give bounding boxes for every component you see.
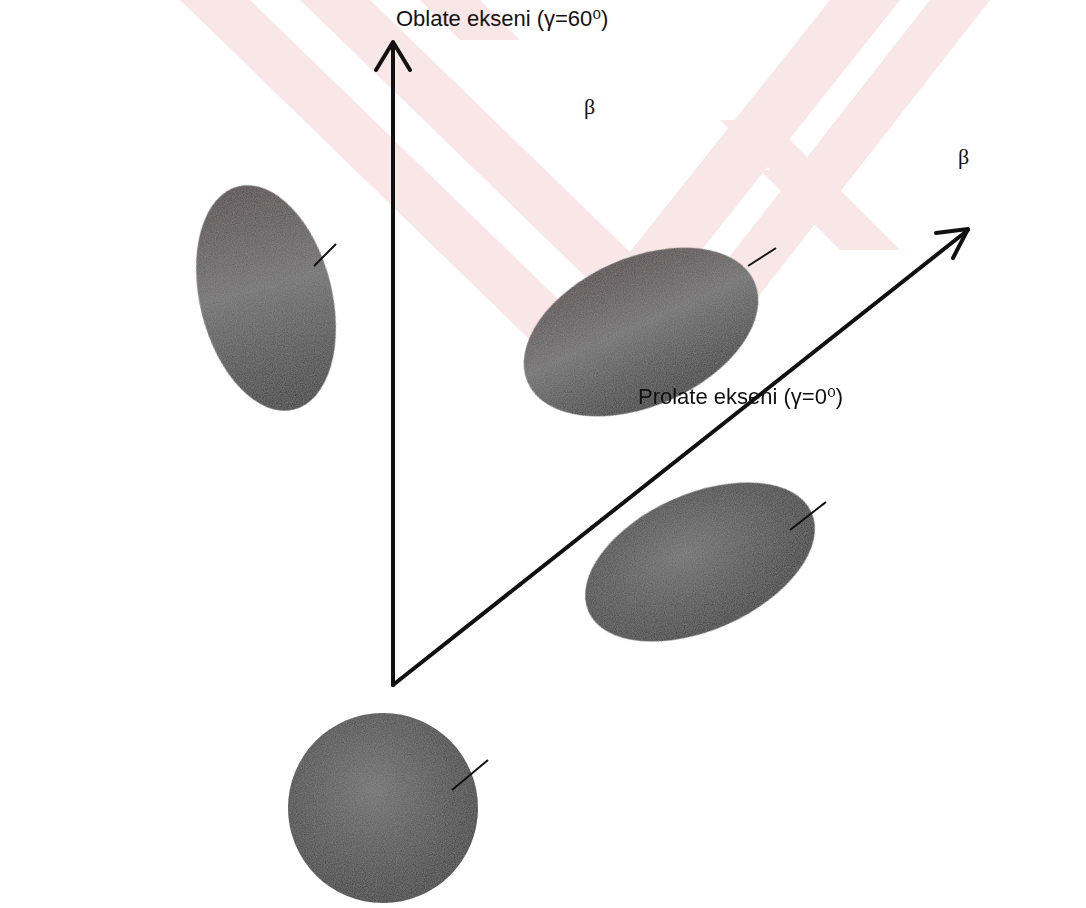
arrowhead <box>376 42 410 70</box>
watermark-stripe <box>760 170 900 250</box>
axis-label: Prolate ekseni (γ=0⁰) <box>638 384 843 410</box>
tick <box>748 248 776 266</box>
symmetry-ticks <box>314 244 826 790</box>
oblate-axis <box>391 44 395 685</box>
watermark-stripe <box>720 120 820 170</box>
arrowhead <box>936 229 968 258</box>
tick <box>314 244 336 266</box>
nuclear-shapes <box>174 170 839 903</box>
tick <box>452 760 488 790</box>
oblate-nucleus <box>174 170 358 425</box>
axis-symbol: β <box>584 94 595 120</box>
axis-label: Oblate ekseni (γ=60⁰) <box>396 6 608 32</box>
prolate-nucleus <box>561 450 839 673</box>
axis-symbol: β <box>958 144 969 170</box>
tick <box>790 502 826 530</box>
axes <box>376 42 968 685</box>
spherical-nucleus <box>288 713 478 903</box>
triaxial-nucleus <box>498 214 785 450</box>
